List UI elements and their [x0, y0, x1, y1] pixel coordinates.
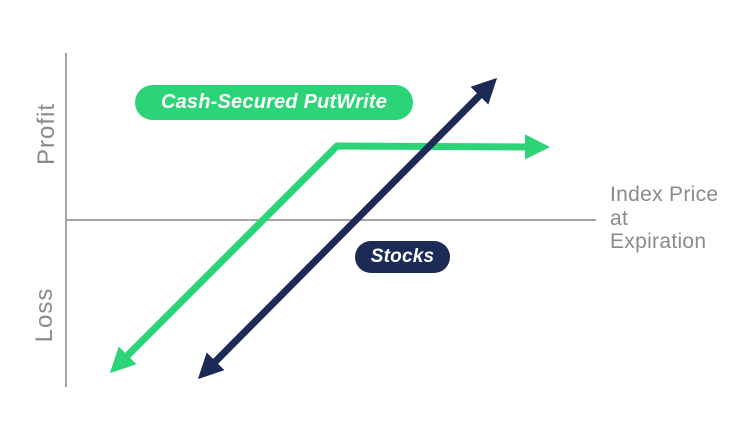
stocks-payoff-line — [197, 77, 498, 380]
putwrite-payoff-line — [109, 134, 551, 374]
y-axis-label-profit: Profit — [33, 102, 60, 166]
x-axis-label: Index Price at Expiration — [610, 183, 719, 253]
putwrite-legend-pill: Cash-Secured PutWrite — [135, 85, 413, 120]
stocks-legend-pill: Stocks — [355, 241, 450, 273]
y-axis-label-loss: Loss — [31, 287, 58, 343]
